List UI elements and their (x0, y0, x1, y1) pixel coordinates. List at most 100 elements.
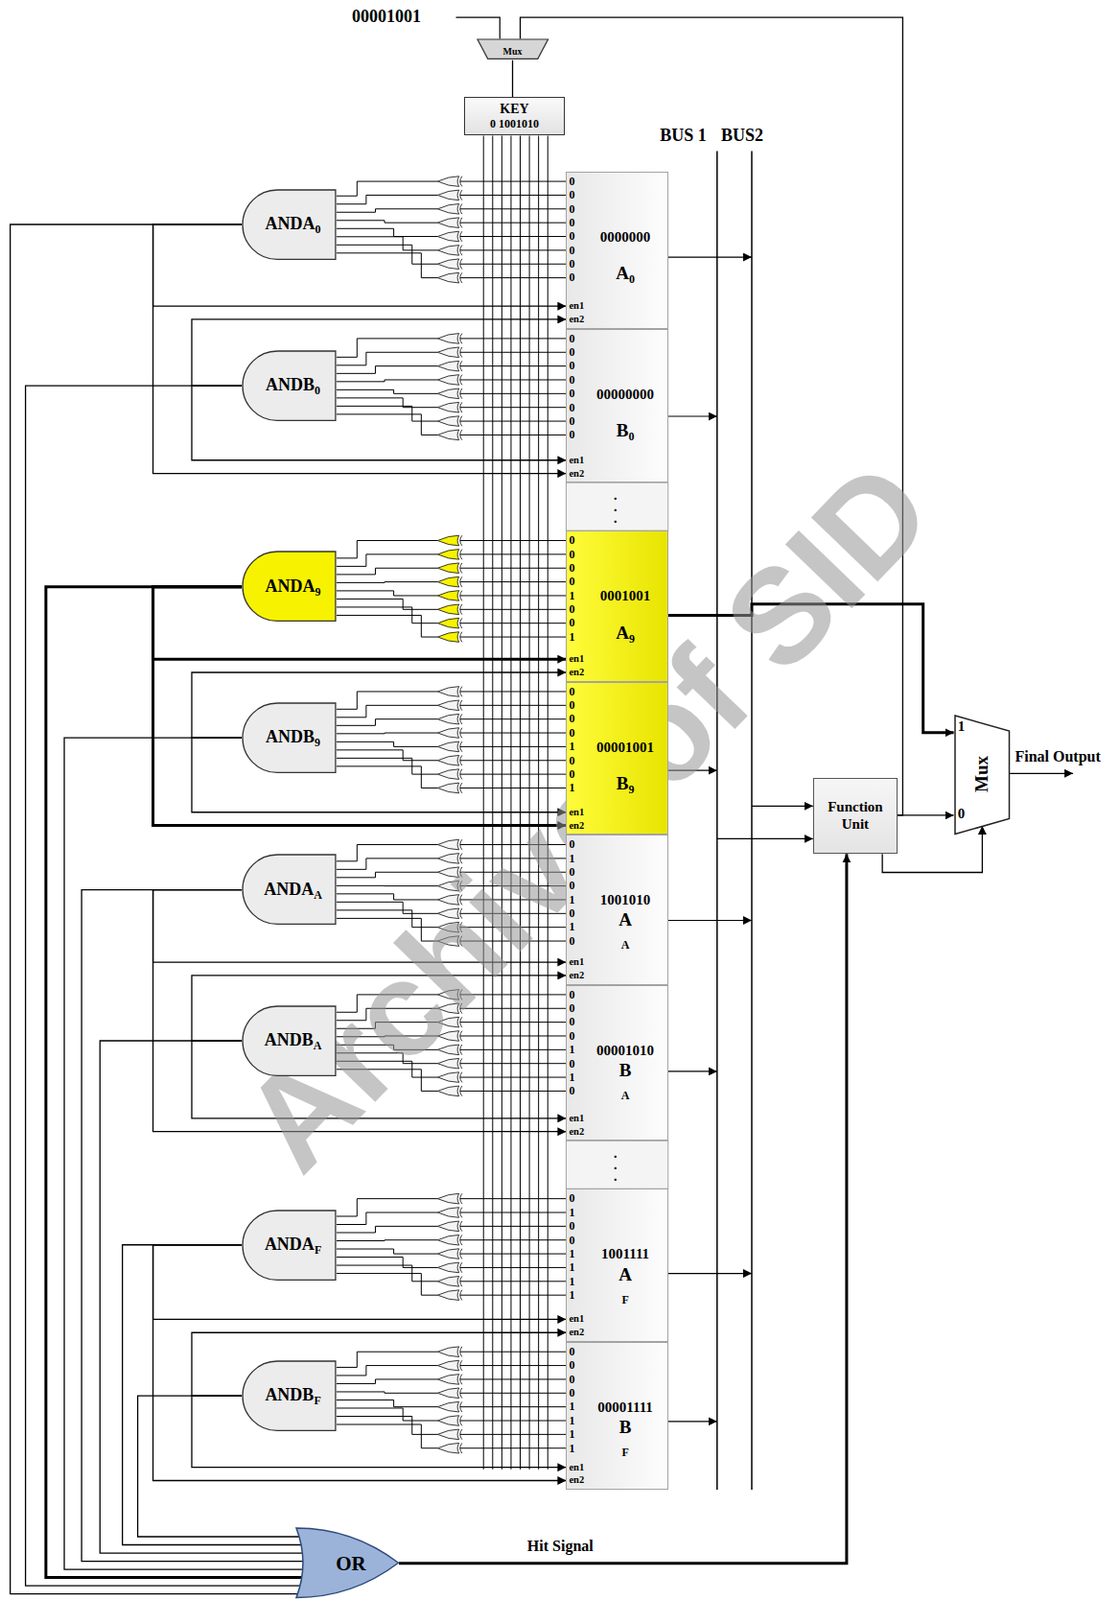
xor-gate (437, 576, 459, 587)
xor-output-wire (336, 209, 438, 212)
bus-line (716, 150, 719, 1490)
cell-subscript: 0 (628, 429, 634, 444)
bit-column: 0 0 0 0 1 0 0 1 (568, 684, 576, 795)
key-bit-line (483, 135, 485, 1469)
xor-output-wire (336, 194, 438, 204)
xor-gate (437, 1374, 459, 1385)
xor-output-wire (336, 1407, 438, 1421)
mux-body (955, 715, 1010, 835)
xor-output-wire (336, 858, 438, 869)
xor-gate-back (460, 333, 463, 345)
and-gate: ANDBF (241, 1359, 337, 1431)
bus-label: BUS2 (721, 125, 764, 146)
bit-wire (460, 1225, 567, 1227)
key-bit-line (501, 135, 503, 1469)
gate-name: ANDA (265, 213, 316, 234)
bit-column: 0 0 0 0 0 0 0 0 (568, 174, 576, 285)
xor-output-wire (336, 228, 438, 236)
ellipsis: . . . (611, 1147, 619, 1183)
xor-output-wire (336, 338, 438, 357)
gate-name: ANDA (264, 1233, 315, 1253)
connector (153, 586, 567, 660)
xor-gate-back (460, 374, 463, 386)
stored-value: 0001001 (583, 586, 667, 605)
xor-gate-back (460, 1057, 463, 1069)
bus-arrow (668, 415, 718, 417)
xor-gate (437, 1207, 459, 1218)
memory-cell: 0 1 0 0 1 0 1 0en1en21001010AA (565, 834, 668, 984)
function-unit-label: Function Unit (816, 797, 894, 833)
xor-gate-back (460, 1275, 463, 1286)
bit-wire (460, 263, 567, 265)
stored-value: 1001111 (583, 1244, 667, 1262)
bit-wire (460, 1253, 567, 1255)
xor-gate-back (460, 576, 463, 587)
bit-wire (460, 1420, 567, 1422)
xor-output-wire (336, 414, 438, 436)
xor-gate-back (460, 1072, 463, 1083)
bit-wire (460, 553, 567, 555)
gate-body (242, 1210, 336, 1280)
xor-gate-back (460, 429, 463, 441)
xor-output-wire (336, 598, 438, 609)
xor-gate-back (460, 245, 463, 257)
gate-subscript: A (313, 886, 323, 901)
bit-wire (460, 351, 567, 353)
gate-subscript: 9 (315, 583, 322, 598)
stored-value: 1001010 (583, 890, 667, 909)
and-gate: ANDBA (241, 1004, 337, 1076)
memory-gap (565, 482, 668, 531)
xor-gate (437, 1248, 459, 1260)
and-gate: ANDAF (241, 1209, 337, 1281)
xor-gate-back (460, 1044, 463, 1055)
gate-name: ANDB (265, 726, 315, 747)
bit-wire (460, 1212, 567, 1214)
xor-gate-back (460, 272, 463, 283)
bit-column: 0 1 0 0 1 0 1 0 (568, 837, 576, 948)
xor-gate-back (460, 782, 463, 794)
memory-cell: 0 0 0 0 1 0 0 1en1en200001001B9 (565, 681, 668, 836)
gate-name: ANDB (264, 1384, 314, 1404)
xor-gate (437, 360, 459, 372)
cell-subscript: F (583, 1292, 667, 1307)
xor-gate-back (460, 360, 463, 372)
enable-pin: en1 (568, 956, 584, 968)
function-unit: Function Unit (813, 777, 898, 855)
bit-wire (460, 1351, 567, 1353)
cell-name: B (583, 1059, 667, 1081)
xor-output-wire (336, 766, 438, 789)
bit-wire (460, 1280, 567, 1282)
xor-output-wire (336, 590, 438, 596)
xor-gate-back (460, 1220, 463, 1232)
enable-pin: en1 (568, 1461, 584, 1473)
bit-wire (460, 1405, 567, 1407)
bus-label: BUS 1 (659, 125, 707, 146)
memory-cell: 0 0 0 0 1 0 0 1en1en20001001A9 (565, 530, 668, 681)
xor-gate-back (460, 1415, 463, 1426)
xor-gate-back (460, 713, 463, 724)
bit-wire (460, 594, 567, 596)
connector (153, 586, 567, 826)
gate-name: OR (335, 1551, 367, 1575)
bit-wire (460, 1049, 567, 1050)
bus-line (750, 150, 753, 1490)
bit-wire (460, 636, 567, 638)
cell-name: A (615, 622, 630, 643)
xor-gate-back (460, 1359, 463, 1371)
xor-gate (437, 713, 459, 724)
xor-gate-back (460, 258, 463, 270)
memory-cell: 0 0 0 0 0 0 0 0en1en200000000B0 (565, 328, 668, 484)
bit-wire (460, 181, 567, 183)
bit-wire (460, 1392, 567, 1394)
xor-gate-back (460, 617, 463, 629)
xor-gate-back (460, 535, 463, 546)
bit-wire (460, 1294, 567, 1296)
gate-subscript: 9 (314, 735, 321, 749)
xor-gate (437, 1289, 459, 1301)
enable-pin: en1 (568, 300, 584, 312)
output-arrow (1009, 772, 1074, 774)
xor-gate-back (460, 1387, 463, 1399)
enable-pin: en2 (568, 1473, 584, 1486)
xor-gate-back (460, 1261, 463, 1273)
